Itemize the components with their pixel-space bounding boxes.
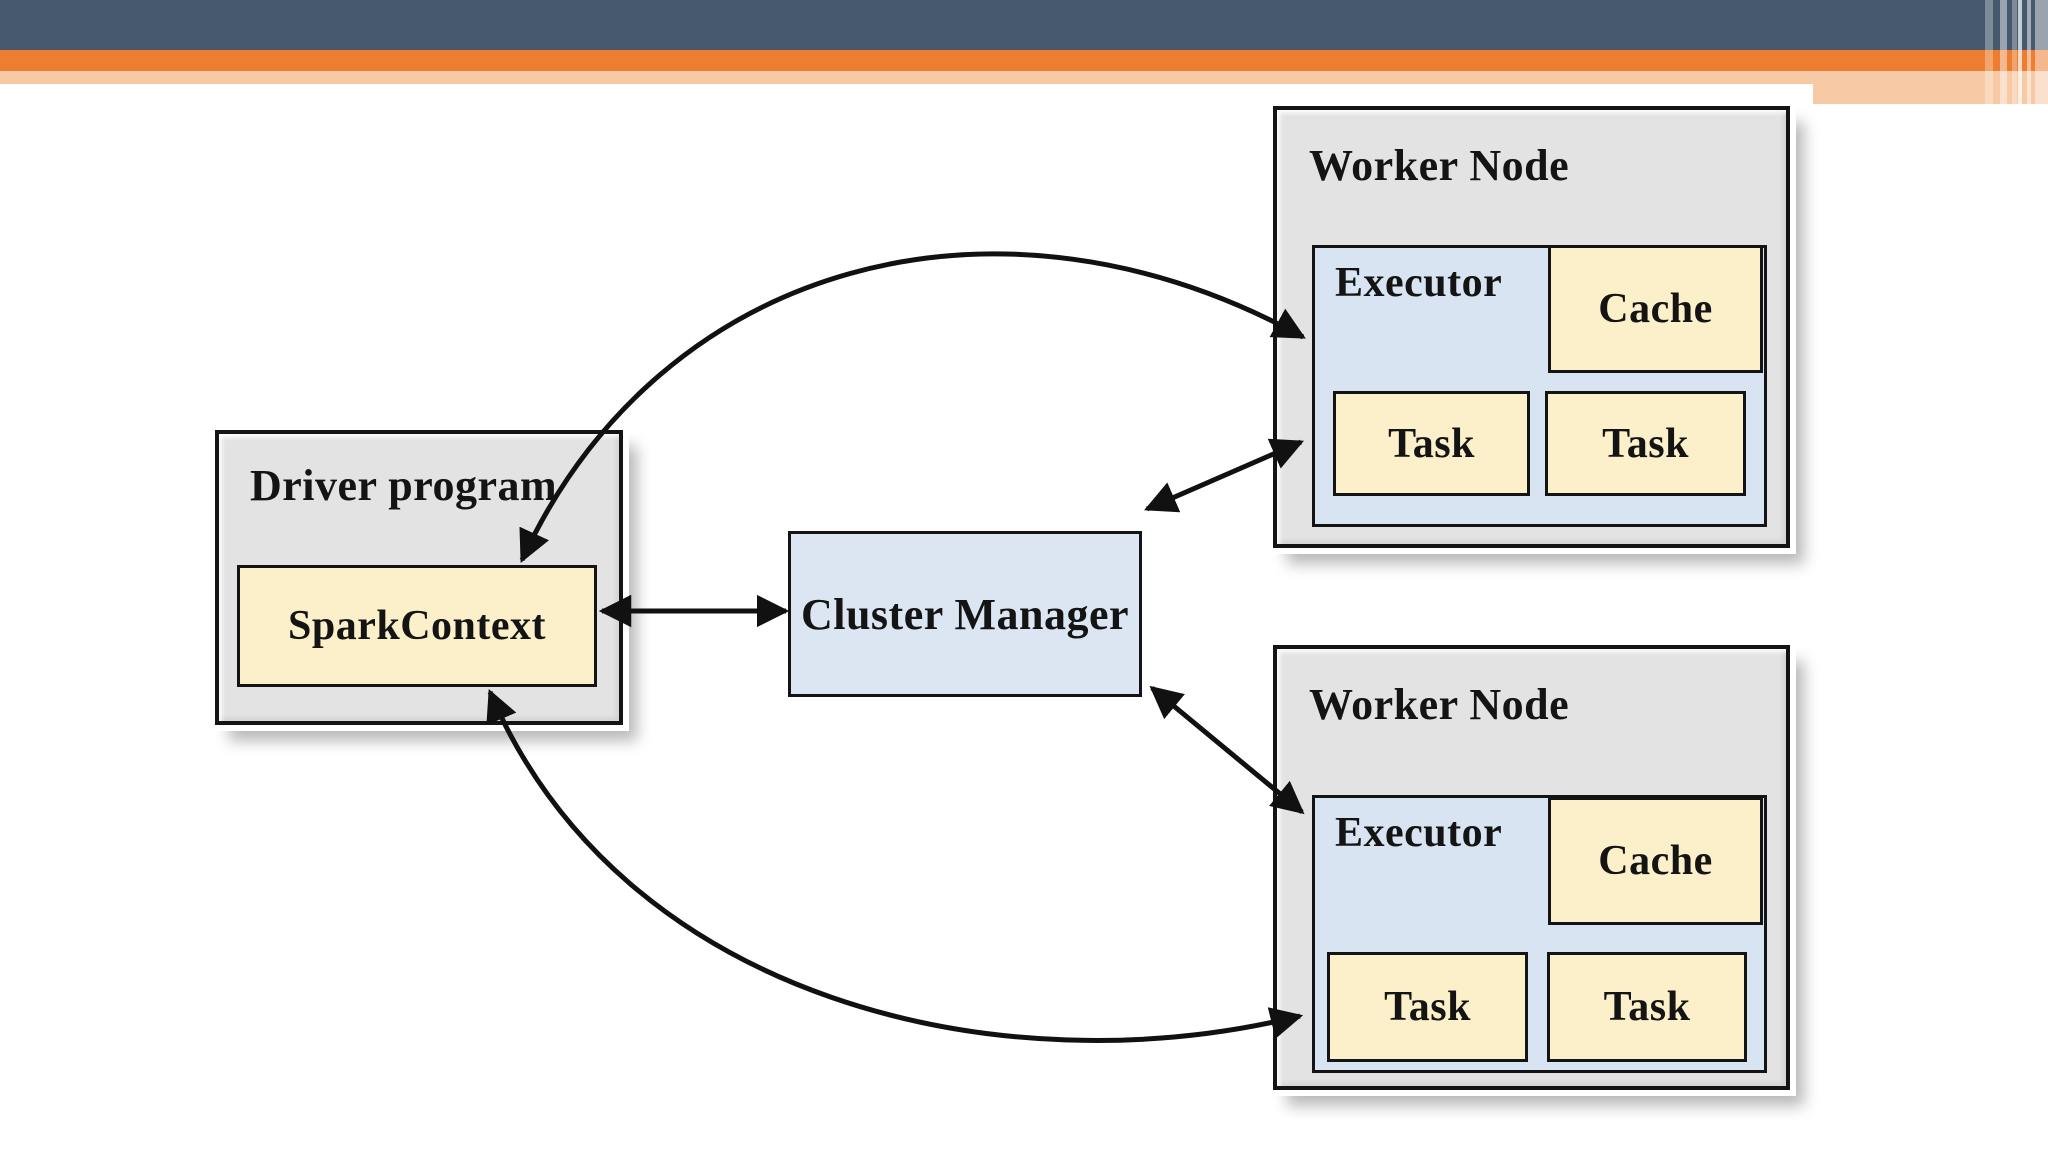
task-box-top-2: Task [1545,391,1746,496]
executor-label-top: Executor [1335,260,1503,306]
header-peach-extension [1813,84,2048,104]
task-box-top-1: Task [1333,391,1530,496]
task-box-bottom-2: Task [1547,952,1747,1062]
worker-node-top-title: Worker Node [1309,141,1570,190]
worker-node-top-box: Worker Node Executor Cache Task Task [1273,106,1790,548]
header-edge-stripe [2018,0,2022,104]
cache-label-bottom: Cache [1598,838,1713,884]
header-peach-stripe [0,71,2048,84]
executor-label-bottom: Executor [1335,810,1503,856]
arrow-sparkcontext-worker-top [519,251,1306,563]
header-edge-stripe [2000,0,2007,104]
task-label: Task [1388,420,1475,467]
header-edge-stripe [2027,0,2031,104]
spark-context-box: SparkContext [237,565,597,687]
header-edge-stripe [2035,0,2048,118]
header-edge-stripe [2012,0,2017,104]
arrow-sparkcontext-worker-bottom [486,689,1304,1043]
header-bar [0,0,2048,50]
header-edge-stripe [1985,0,1993,104]
cache-box-bottom: Cache [1548,797,1763,925]
header-accent-stripe [0,50,2048,71]
spark-context-label: SparkContext [287,603,547,649]
driver-program-box: Driver program SparkContext [215,430,623,725]
task-label: Task [1384,984,1471,1030]
cache-label-top: Cache [1598,286,1713,332]
cluster-manager-label: Cluster Manager [800,589,1130,639]
task-label: Task [1602,420,1689,467]
worker-node-bottom-box: Worker Node Executor Cache Task Task [1273,645,1790,1090]
task-label: Task [1603,984,1691,1030]
worker-node-bottom-title: Worker Node [1309,680,1570,729]
driver-program-title: Driver program [250,461,558,510]
cache-box-top: Cache [1548,245,1763,373]
task-box-bottom-1: Task [1327,952,1528,1062]
cluster-manager-box: Cluster Manager [788,531,1142,697]
